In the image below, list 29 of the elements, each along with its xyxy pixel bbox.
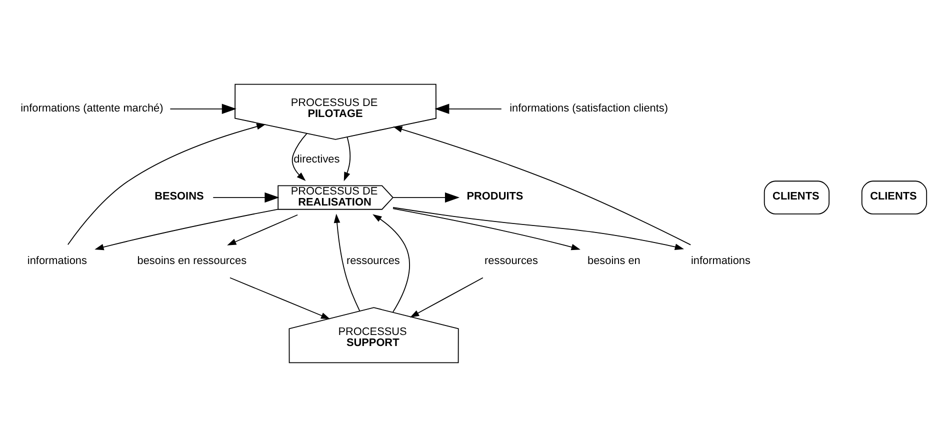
arrow bbox=[292, 132, 308, 180]
arrow bbox=[334, 213, 360, 311]
arrow bbox=[393, 126, 692, 245]
arrow bbox=[392, 208, 580, 250]
arrow bbox=[392, 192, 460, 202]
arrow bbox=[392, 206, 684, 250]
node-text: informations (satisfaction clients) bbox=[510, 102, 668, 114]
node-text: BESOINS bbox=[154, 190, 204, 202]
node-text: informations (attente marché) bbox=[20, 102, 164, 114]
arrow bbox=[227, 214, 298, 245]
arrow bbox=[434, 103, 502, 114]
node-box: CLIENTS bbox=[861, 180, 928, 214]
arrow bbox=[212, 192, 280, 202]
node-text: ressources bbox=[484, 254, 538, 267]
node-text: besoins en bbox=[588, 254, 640, 267]
edge-label: directives bbox=[294, 153, 340, 166]
arrow bbox=[170, 103, 236, 114]
arrow bbox=[94, 208, 278, 250]
edge-label: ressources bbox=[346, 254, 400, 267]
node-text: besoins en ressources bbox=[137, 254, 247, 267]
node-text: PRODUITS bbox=[466, 190, 524, 202]
arrow bbox=[67, 122, 266, 245]
node-box: CLIENTS bbox=[764, 180, 830, 214]
node-text: informations bbox=[27, 254, 87, 267]
node-text: informations bbox=[690, 254, 750, 267]
arrow bbox=[410, 276, 484, 317]
arrow bbox=[230, 276, 330, 319]
arrow bbox=[372, 214, 410, 312]
arrow bbox=[344, 136, 351, 181]
